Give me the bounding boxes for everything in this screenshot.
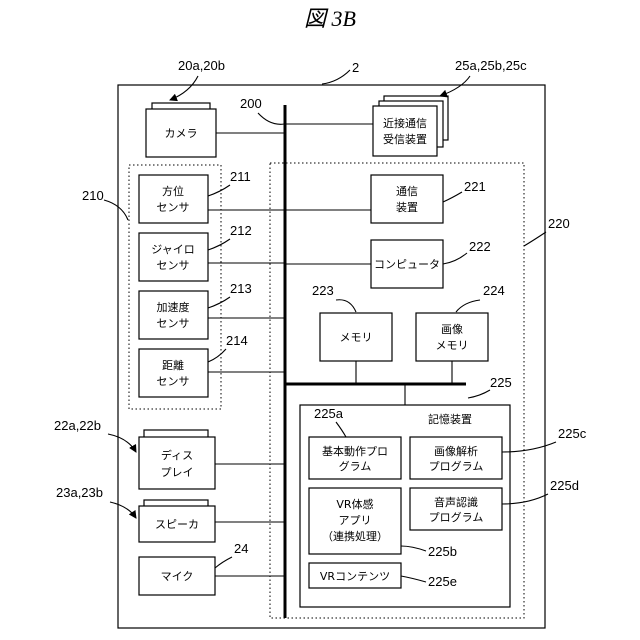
comm-label-1: 通信 — [396, 185, 418, 198]
device-ref: 2 — [352, 60, 359, 75]
vr-app-label-2: アプリ — [339, 514, 372, 527]
proximity-label-1: 近接通信 — [383, 117, 427, 130]
sensor-gyro-ref: 212 — [230, 223, 252, 238]
sensor-distance-ref: 214 — [226, 333, 248, 348]
camera-ref: 20a,20b — [178, 58, 225, 73]
sensor-azimuth-label-1: 方位 — [162, 184, 184, 198]
sensor-distance-label-1: 距離 — [162, 358, 184, 372]
proximity-ref: 25a,25b,25c — [455, 58, 527, 73]
figure-title: 図 3B — [304, 6, 356, 31]
camera-label: カメラ — [165, 127, 198, 140]
display-label-2: プレイ — [161, 466, 194, 479]
vr-app-ref: 225b — [428, 544, 457, 559]
sensor-gyro-box — [139, 233, 208, 281]
display-label-1: ディス — [161, 448, 193, 462]
basic-program-label-2: グラム — [339, 459, 372, 473]
mic-label: マイク — [161, 570, 194, 583]
image-analysis-ref: 225c — [558, 426, 587, 441]
basic-program-label-1: 基本動作プロ — [322, 444, 388, 458]
sensor-gyro-label-1: ジャイロ — [151, 243, 194, 256]
image-analysis-label-1: 画像解析 — [434, 444, 478, 458]
speaker-ref: 23a,23b — [56, 485, 103, 500]
storage-ref: 225 — [490, 375, 512, 390]
mic-ref: 24 — [234, 541, 248, 556]
sensor-accel-label-1: 加速度 — [157, 300, 190, 314]
sensor-azimuth-box — [139, 175, 208, 223]
memory-ref: 223 — [312, 283, 334, 298]
voice-recognition-ref: 225d — [550, 478, 579, 493]
voice-recognition-label-1: 音声認識 — [434, 495, 478, 509]
sensor-accel-ref: 213 — [230, 281, 252, 296]
vr-contents-ref: 225e — [428, 574, 457, 589]
comm-box — [371, 175, 443, 223]
display-box — [139, 437, 215, 489]
basic-program-ref: 225a — [314, 406, 344, 421]
sensors-group-ref: 210 — [82, 188, 104, 203]
vr-app-label-1: VR体感 — [336, 497, 373, 511]
speaker-label: スピーカ — [155, 518, 199, 531]
storage-label: 記憶装置 — [428, 412, 472, 426]
image-memory-ref: 224 — [483, 283, 505, 298]
computer-ref: 222 — [469, 239, 491, 254]
sensor-distance-label-2: センサ — [157, 375, 190, 388]
proximity-label-2: 受信装置 — [383, 133, 427, 146]
device-ref-leader — [322, 70, 350, 84]
proximity-box — [373, 106, 437, 156]
computer-label: コンピュータ — [374, 258, 440, 271]
group-220-ref: 220 — [548, 216, 570, 231]
image-memory-box — [416, 313, 488, 361]
bus-ref: 200 — [240, 96, 262, 111]
sensor-azimuth-label-2: センサ — [157, 201, 190, 214]
memory-label: メモリ — [340, 331, 373, 344]
comm-label-2: 装置 — [396, 201, 418, 214]
image-memory-label-2: メモリ — [436, 339, 469, 352]
image-memory-label-1: 画像 — [441, 323, 463, 336]
sensor-accel-box — [139, 291, 208, 339]
sensor-distance-box — [139, 349, 208, 397]
voice-recognition-label-2: プログラム — [429, 510, 484, 524]
image-analysis-label-2: プログラム — [429, 459, 484, 473]
vr-contents-label: VRコンテンツ — [320, 570, 390, 583]
vr-app-label-3: （連携処理） — [322, 529, 388, 543]
sensor-azimuth-ref: 211 — [230, 169, 251, 184]
comm-ref: 221 — [464, 179, 486, 194]
sensor-accel-label-2: センサ — [157, 317, 190, 330]
display-ref: 22a,22b — [54, 418, 101, 433]
sensor-gyro-label-2: センサ — [157, 259, 190, 272]
